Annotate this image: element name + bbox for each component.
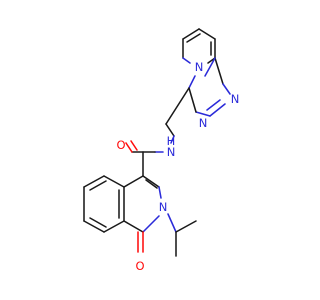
bond — [145, 179, 158, 189]
bond — [175, 220, 197, 233]
bond — [165, 123, 175, 137]
atom-label-n-bridge: N — [195, 60, 204, 74]
bond — [123, 175, 144, 188]
atom-label-n-triazole-2: N — [199, 116, 208, 130]
bond — [214, 57, 224, 85]
bond — [158, 186, 162, 199]
atom-label-o-lactam: O — [135, 259, 144, 273]
bond — [170, 135, 175, 144]
atom-labels: N N N N H O N O — [116, 60, 239, 273]
triazole-ring — [188, 57, 231, 117]
bond — [89, 217, 107, 228]
bond — [142, 175, 160, 188]
bond — [125, 142, 133, 153]
bond — [83, 220, 105, 233]
bond — [204, 57, 216, 77]
benzene-ring — [83, 175, 125, 233]
bond — [89, 180, 107, 191]
atom-label-h-amide: H — [167, 134, 176, 148]
bond — [182, 28, 200, 40]
bond — [182, 57, 191, 64]
atom-label-o-amide: O — [116, 138, 125, 152]
bond — [195, 111, 211, 117]
bond — [83, 175, 105, 188]
bond — [186, 33, 201, 43]
bond — [206, 99, 221, 111]
bond — [209, 103, 226, 117]
bond — [222, 83, 231, 95]
bond — [142, 215, 160, 233]
atom-label-n-amide: N — [167, 145, 176, 159]
bond — [103, 175, 125, 188]
pyridinone-ring — [123, 175, 162, 253]
bond — [130, 140, 138, 151]
bond — [123, 220, 144, 233]
bond — [165, 87, 190, 125]
molecule-structure-diagram: N N N N H O N O — [83, 28, 239, 273]
amide-linker — [125, 87, 190, 177]
bond — [167, 213, 177, 233]
bond — [198, 28, 216, 40]
bond — [188, 75, 196, 89]
bond — [188, 87, 197, 113]
atom-label-n-isoquinolinone: N — [159, 200, 168, 214]
isopropyl-group — [167, 213, 197, 257]
atom-label-n-triazole-1: N — [231, 92, 240, 106]
bond — [103, 220, 125, 233]
pyridine-ring — [182, 28, 216, 64]
